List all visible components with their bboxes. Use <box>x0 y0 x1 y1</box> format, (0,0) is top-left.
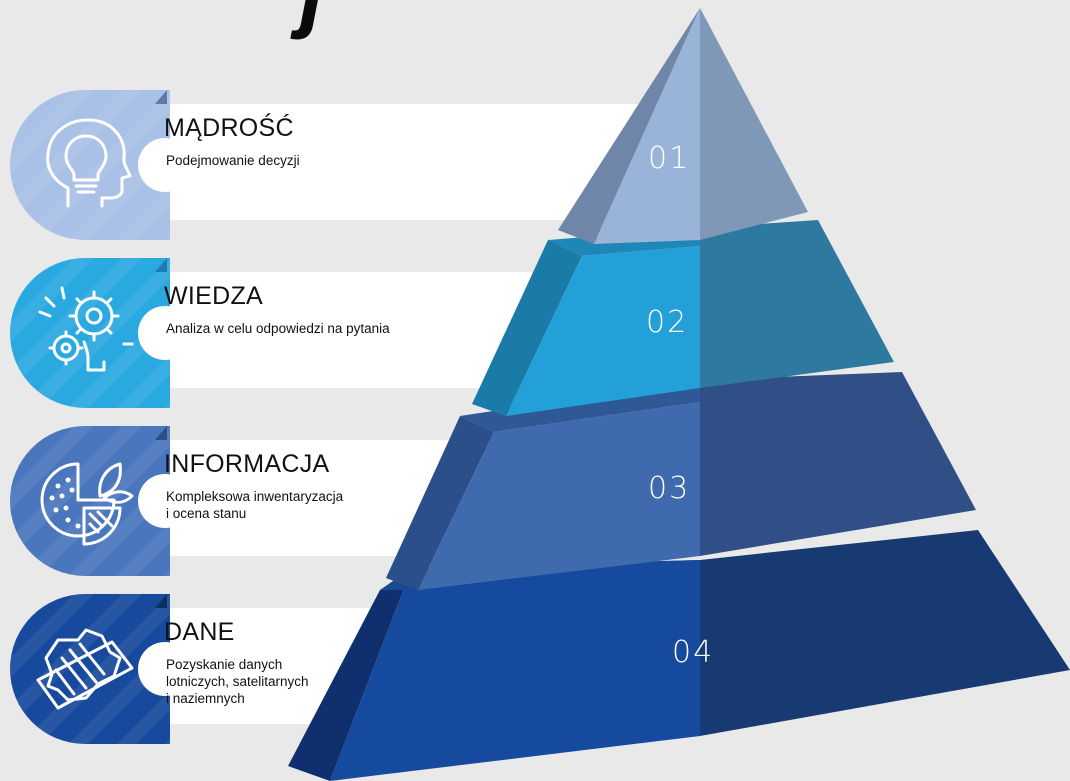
layer-description: Analiza w celu odpowiedzi na pytania <box>166 321 390 336</box>
brain-gears-icon <box>38 286 134 372</box>
level-number: 04 <box>672 635 714 670</box>
layer-row-madrosc: MĄDROŚĆ Podejmowanie decyzji <box>10 90 650 240</box>
layer-description: Pozyskanie danych lotniczych, satelitarn… <box>166 657 309 706</box>
pyramid-level-03: 03 <box>386 372 976 590</box>
layer-title: DANE <box>164 618 235 646</box>
pyramid-level-02: 02 <box>472 220 894 416</box>
layer-card <box>160 104 650 220</box>
layer-title: INFORMACJA <box>164 450 330 478</box>
pie-leaf-icon <box>40 462 134 546</box>
map-layers-icon <box>36 628 134 710</box>
layer-title: WIEDZA <box>164 282 264 310</box>
layer-tab <box>10 594 170 744</box>
layer-title: MĄDROŚĆ <box>164 114 294 142</box>
pyramid-level-01: 01 <box>558 8 808 244</box>
layer-description: Kompleksowa inwentaryzacja i ocena stanu <box>166 489 344 521</box>
head-lightbulb-icon <box>46 118 132 208</box>
level-number: 01 <box>648 141 690 176</box>
layer-description: Podejmowanie decyzji <box>166 153 300 168</box>
level-number: 03 <box>648 471 690 506</box>
heading-fragment: j <box>300 0 325 43</box>
level-number: 02 <box>646 305 688 340</box>
